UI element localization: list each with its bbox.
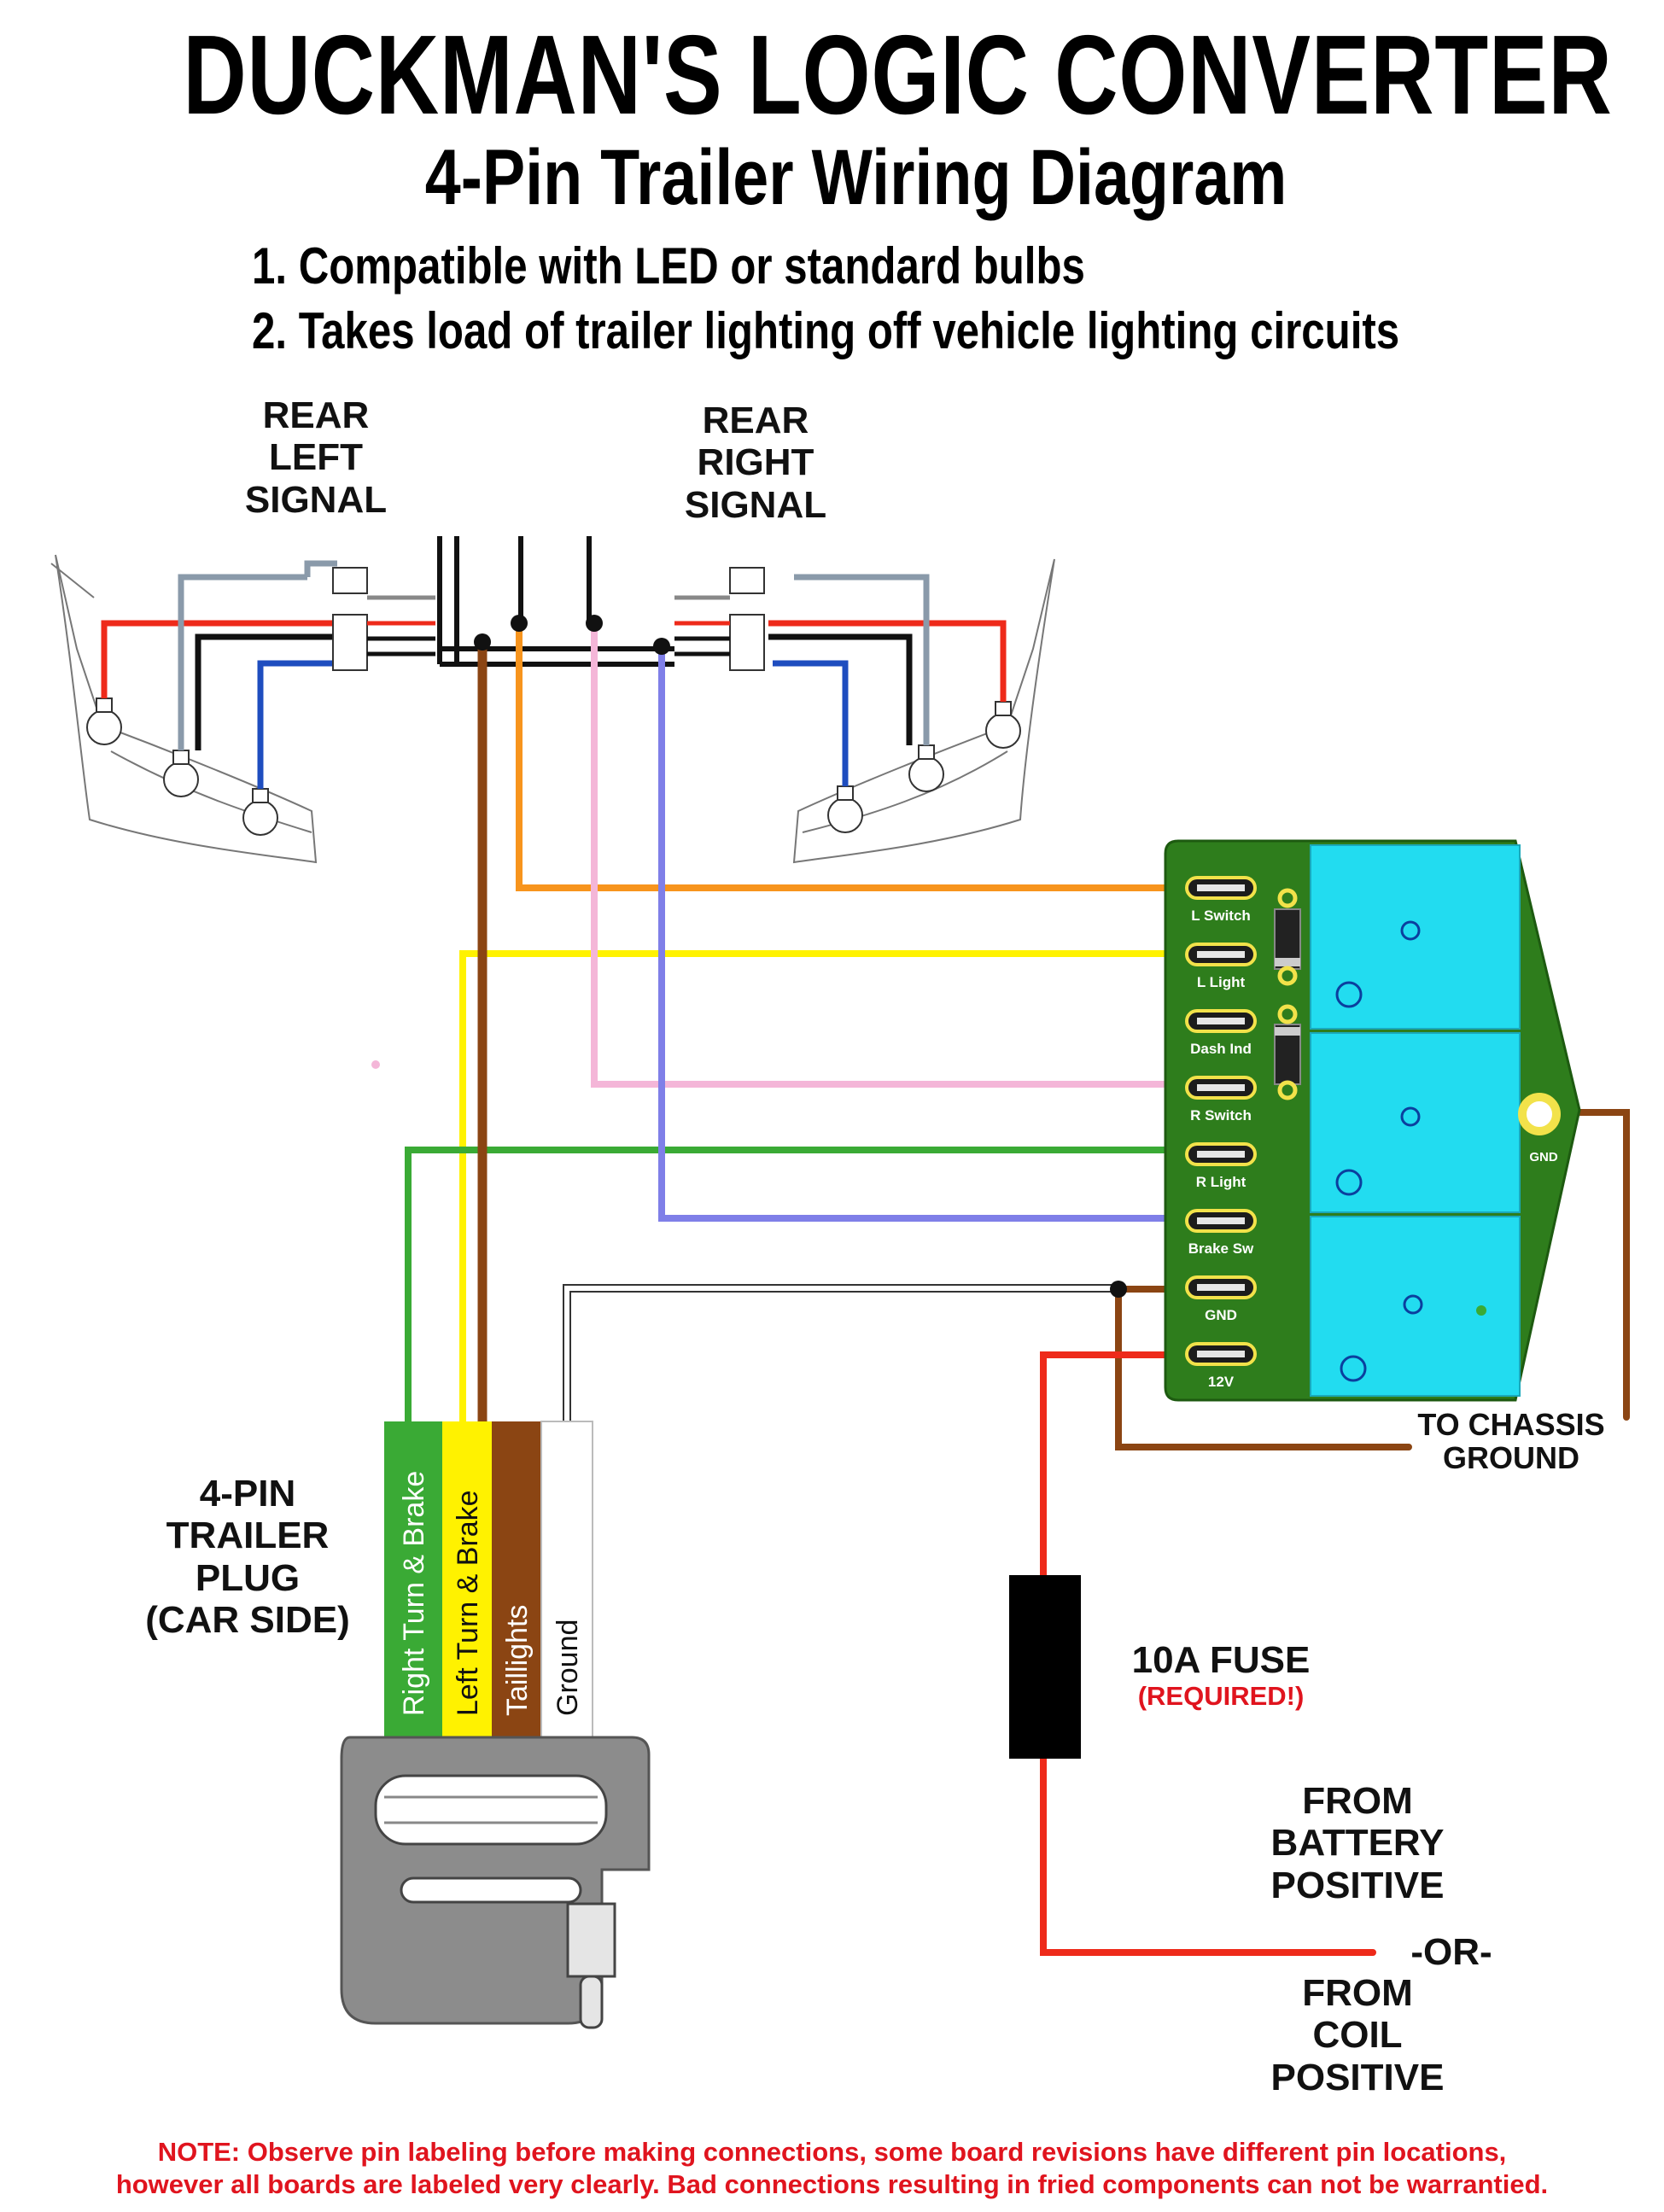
board-gnd-lug: [1518, 1093, 1561, 1135]
feature-1: 1. Compatible with LED or standard bulbs: [252, 237, 1085, 295]
right-bulb-3: [827, 785, 863, 833]
trailer-plug: [340, 1421, 651, 2029]
board-gnd-text: GND: [1529, 1150, 1558, 1164]
plug-wire-label: Taillights: [501, 1605, 534, 1716]
relay-1: [1310, 844, 1521, 1030]
left-bulb-2: [163, 750, 199, 797]
left-light-harness: [101, 560, 342, 789]
warning-note-line-2: however all boards are labeled very clea…: [115, 2169, 1549, 2199]
left-connector-wires: [367, 595, 435, 657]
board-terminal-r-light[interactable]: R Light: [1185, 1142, 1257, 1190]
left-tail-light-assembly: [50, 554, 318, 864]
trailer-feed-wires: [405, 624, 1630, 1956]
wire-orange-left-switch: [516, 624, 1197, 891]
board-terminal-dash-ind[interactable]: Dash Ind: [1185, 1009, 1257, 1057]
right-connector-wires: [674, 595, 730, 657]
plug-wire-label: Right Turn & Brake: [398, 1471, 430, 1716]
wire-red-battery: [1040, 1751, 1376, 1956]
warning-note-line-1: NOTE: Observe pin labeling before making…: [157, 2137, 1507, 2167]
relay-3: [1310, 1216, 1521, 1397]
board-pin-label: Dash Ind: [1190, 1041, 1252, 1057]
board-pin-label: Brake Sw: [1188, 1240, 1254, 1257]
right-bulb-1: [985, 701, 1021, 749]
plug-wire-label: Ground: [552, 1620, 584, 1716]
board-pin-label: GND: [1205, 1307, 1237, 1323]
board-terminal-brake-sw[interactable]: Brake Sw: [1185, 1209, 1257, 1257]
right-light-harness: [768, 574, 1007, 786]
fuse-body: [1009, 1575, 1081, 1759]
left-bulb-3: [242, 788, 278, 836]
wire-pink-right-switch: [591, 624, 1197, 1088]
diagram-subtitle: 4-Pin Trailer Wiring Diagram: [424, 134, 1287, 221]
wire-yellow-left-light: [459, 950, 1197, 1425]
diagram-title: DUCKMAN'S LOGIC CONVERTER: [183, 12, 1613, 137]
left-connector-block: [332, 567, 368, 671]
wire-green-right-light: [405, 1147, 1197, 1425]
fuse-required-label: (REQUIRED!): [1137, 1681, 1305, 1711]
board-terminal-r-switch[interactable]: R Switch: [1185, 1076, 1257, 1124]
wire-brown-chassis-ground: [1115, 1286, 1412, 1450]
board-pin-label: 12V: [1208, 1374, 1235, 1390]
right-bulb-2: [908, 744, 944, 792]
board-pin-label: L Switch: [1191, 908, 1251, 924]
left-bulb-1: [86, 697, 122, 745]
board-pin-label: L Light: [1197, 974, 1246, 990]
wire-blue-brake-switch: [658, 643, 1197, 1222]
board-terminal-l-switch[interactable]: L Switch: [1185, 876, 1257, 924]
feature-2: 2. Takes load of trailer lighting off ve…: [252, 302, 1400, 359]
junction-dots: [474, 615, 1127, 1298]
wire-white-ground: [563, 1284, 1119, 1422]
board-pin-label: R Light: [1196, 1174, 1247, 1190]
plug-wire-label: Left Turn & Brake: [452, 1490, 484, 1716]
wire-red-12v: [1040, 1351, 1197, 1583]
board-terminal-gnd[interactable]: GND: [1185, 1275, 1257, 1323]
or-label: -OR-: [1410, 1931, 1492, 1973]
right-connector-block: [729, 567, 765, 671]
board-pin-label: R Switch: [1190, 1107, 1252, 1124]
board-terminal-l-light[interactable]: L Light: [1185, 943, 1257, 990]
board-terminal-12v[interactable]: 12V: [1185, 1342, 1257, 1390]
fuse-label: 10A FUSE: [1131, 1639, 1311, 1681]
stray-dot: [371, 1060, 380, 1069]
